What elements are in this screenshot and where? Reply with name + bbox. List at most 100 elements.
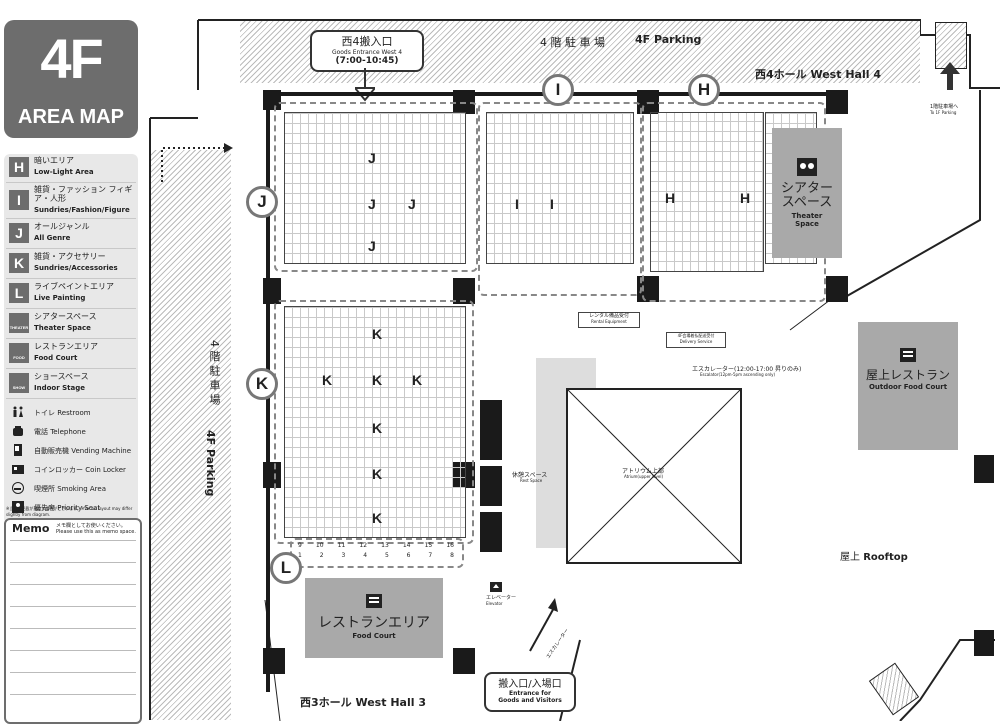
west-hall4-label: 西4ホール West Hall 4 — [755, 68, 881, 81]
legend-label-en: Indoor Stage — [34, 384, 85, 392]
food-icon — [366, 594, 382, 608]
west4-entrance-time: (7:00-10:45) — [335, 56, 399, 66]
restroom-icon — [13, 406, 23, 417]
zone-key: H — [9, 157, 29, 177]
coin-locker-icon — [12, 465, 24, 474]
legend-smoking: 喫煙所 Smoking Area — [6, 480, 136, 498]
show-icon: SHOW — [9, 373, 29, 393]
zone-key: L — [9, 283, 29, 303]
entrance-arrows-icon — [529, 598, 558, 652]
live-paint-row-lower: 1 2 3 4 5 6 7 8 — [298, 552, 454, 559]
zone-i-badge[interactable]: I — [542, 74, 574, 106]
zone-h-booths-left[interactable] — [650, 112, 764, 272]
zone-j-letter: J — [368, 150, 376, 166]
booth-number[interactable]: 6 — [406, 552, 411, 559]
legend-label-jp: ライブペイントエリア — [34, 282, 114, 291]
booth-number[interactable]: 16 — [446, 542, 454, 549]
zone-j-letter: J — [408, 196, 416, 212]
legend-label-en: Sundries/Accessories — [34, 264, 118, 272]
legend-label-en: Food Court — [34, 354, 78, 362]
escalator-label-en: Escalator(12pm-5pm ascending only) — [700, 372, 776, 377]
legend-item-l: L ライブペイントエリア Live Painting — [6, 280, 136, 309]
booth-number[interactable]: 11 — [337, 542, 346, 549]
booth-number[interactable]: 1 — [298, 552, 302, 559]
parking-top-label-jp: 4 階 駐 車 場 — [540, 36, 605, 49]
zone-key: J — [9, 223, 29, 243]
legend-priority: 優先席 Priority Seat — [6, 499, 136, 517]
zone-l-badge[interactable]: L — [270, 552, 302, 584]
booth-number[interactable]: 4 — [363, 552, 368, 559]
booth-number[interactable]: 14 — [402, 542, 411, 549]
legend-facility-label: 自動販売機 Vending Machine — [34, 447, 132, 455]
pillar — [974, 455, 994, 483]
booth-number[interactable]: 10 — [315, 542, 324, 549]
theater-space[interactable]: シアター スペース Theater Space — [772, 128, 842, 258]
booth-number[interactable]: 3 — [341, 552, 346, 559]
booth-number[interactable]: 7 — [428, 552, 433, 559]
zone-k-badge[interactable]: K — [246, 368, 278, 400]
zone-i-letter: I — [515, 196, 519, 212]
legend-item-theater: THEATER シアタースペース Theater Space — [6, 310, 136, 339]
pillar — [974, 630, 994, 656]
legend-item-i: I 雑貨・ファッション フィギア・人形 Sundries/Fashion/Fig… — [6, 184, 136, 219]
zone-key: I — [9, 190, 29, 210]
memo-hint-en: Please use this as memo space. — [56, 529, 136, 535]
booth-number[interactable]: 15 — [424, 542, 433, 549]
floor-map: 4 階 駐 車 場 4F Parking 4 階 駐 車 場 4F Parkin… — [140, 0, 1000, 721]
zone-j-booths[interactable] — [284, 112, 466, 264]
legend-restroom: トイレ Restroom — [6, 404, 136, 422]
theater-label-jp: シアター スペース — [780, 181, 833, 210]
legend-vending: 自動販売機 Vending Machine — [6, 442, 136, 460]
rental-equipment-desk[interactable]: レンタル備品受付 Rental Equipment — [578, 312, 640, 328]
zone-i-letter: I — [550, 196, 554, 212]
legend-item-food: FOOD レストランエリア Food Court — [6, 340, 136, 369]
zone-j-badge[interactable]: J — [246, 186, 278, 218]
rooftop-label-jp: 屋上 — [840, 552, 860, 563]
rest-space-label-jp: 休憩スペース — [512, 472, 548, 479]
booth-number[interactable]: 9 — [298, 542, 302, 549]
memo-box[interactable]: Memo メモ欄としてお使いください。 Please use this as m… — [4, 518, 142, 724]
legend-item-j: J オールジャンル All Genre — [6, 220, 136, 249]
legend-label-jp: シアタースペース — [34, 312, 97, 321]
delivery-service-jp: 4F会場着払配送受付 — [677, 333, 715, 338]
legend-label-en: Live Painting — [34, 294, 86, 302]
legend-facility-label: コインロッカー Coin Locker — [34, 466, 126, 474]
stair-block — [480, 400, 502, 460]
zone-j-letter: J — [368, 196, 376, 212]
elevator-icon — [490, 582, 502, 592]
rental-equipment-en: Rental Equipment — [591, 319, 627, 324]
outdoor-food-court[interactable]: 屋上レストラン Outdoor Food Court — [858, 322, 958, 450]
booth-number[interactable]: 12 — [359, 542, 368, 549]
legend-facility-label: 優先席 Priority Seat — [34, 504, 101, 512]
rooftop-label: 屋上 Rooftop — [840, 548, 908, 563]
pillar — [263, 648, 285, 674]
legend-panel: H 暗いエリア Low-Light Area I 雑貨・ファッション フィギア・… — [4, 154, 138, 524]
zone-k-letter: K — [372, 466, 383, 482]
booth-number[interactable]: 8 — [450, 552, 454, 559]
zone-i-booths[interactable] — [486, 112, 634, 264]
zone-h-letter: H — [665, 190, 676, 206]
legend-label-jp: 雑貨・ファッション フィギア・人形 — [34, 185, 133, 203]
to-1f-parking-en: To 1F Parking — [930, 110, 957, 115]
rooftop-label-en: Rooftop — [863, 552, 908, 563]
delivery-service-desk[interactable]: 4F会場着払配送受付 Delivery Service — [666, 332, 726, 348]
zone-k-booths[interactable] — [284, 306, 466, 538]
legend-item-k: K 雑貨・アクセサリー Sundries/Accessories — [6, 250, 136, 279]
zone-k-letter: K — [322, 372, 333, 388]
booth-number[interactable]: 5 — [384, 552, 389, 559]
parking-top-label-en: 4F Parking — [635, 33, 702, 46]
delivery-service-en: Delivery Service — [679, 339, 713, 344]
food-court-label-jp: レストランエリア — [318, 615, 430, 631]
theater-icon: THEATER — [9, 313, 29, 333]
west4-entrance-en: Goods Entrance West 4 — [331, 49, 403, 56]
west4-entrance-jp: 西4搬入口 — [341, 35, 393, 48]
legend-label-en: All Genre — [34, 234, 71, 242]
zone-j-letter: J — [368, 238, 376, 254]
zone-h-letter: H — [740, 190, 751, 206]
booth-number[interactable]: 13 — [381, 542, 389, 549]
visitor-entrance-jp: 搬入口/入場口 — [498, 679, 562, 690]
outdoor-food-label-en: Outdoor Food Court — [868, 383, 948, 391]
food-court-area[interactable]: レストランエリア Food Court — [305, 578, 443, 658]
zone-h-badge[interactable]: H — [688, 74, 720, 106]
booth-number[interactable]: 2 — [319, 552, 324, 559]
